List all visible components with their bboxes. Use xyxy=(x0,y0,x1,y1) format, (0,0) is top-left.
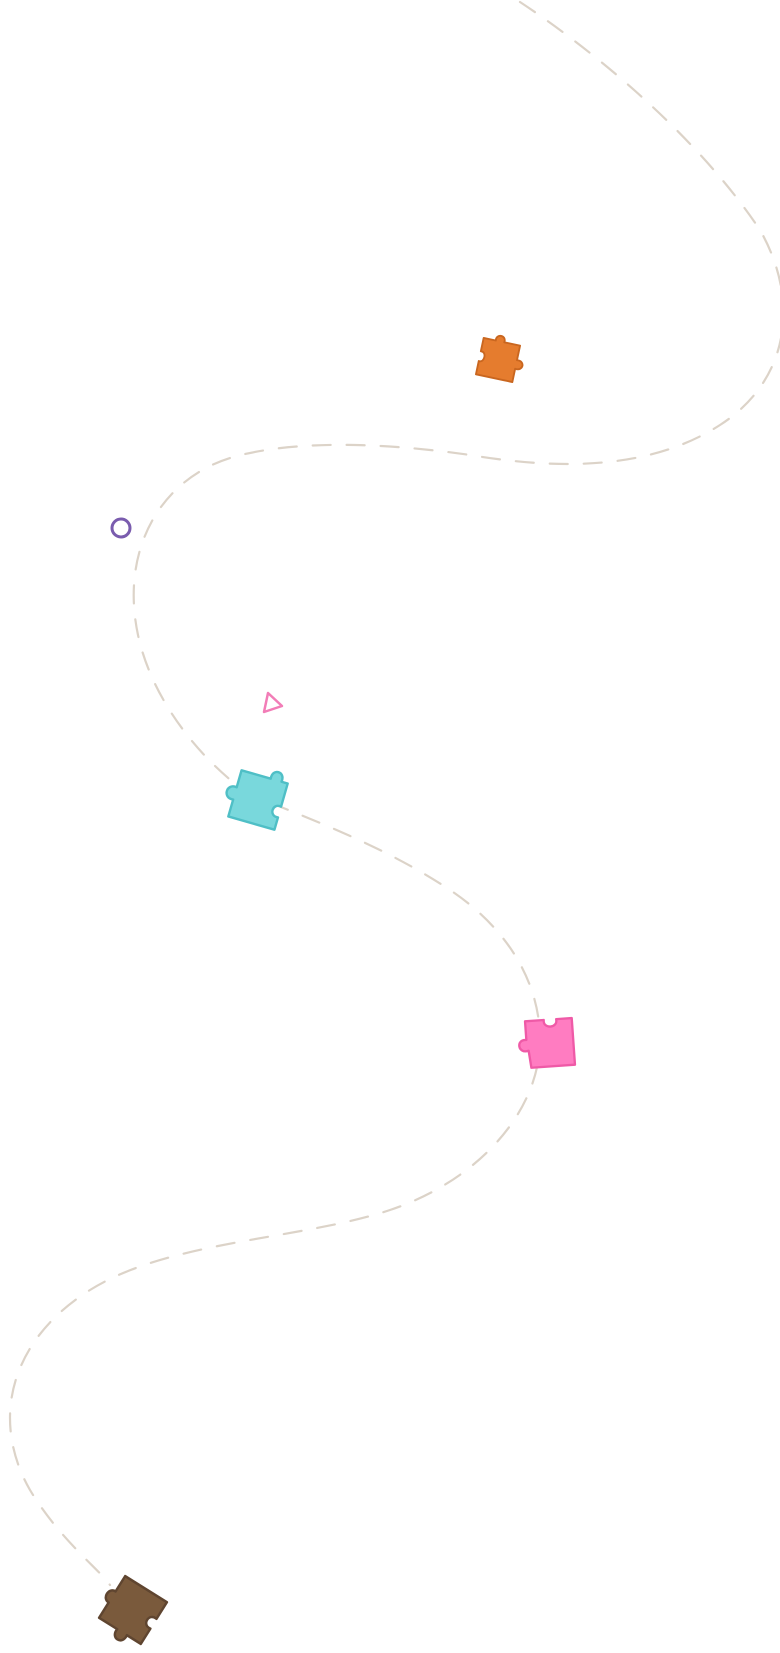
orange-puzzle-piece-icon xyxy=(475,334,524,383)
brown-puzzle-piece-icon xyxy=(97,1574,169,1646)
dashed-winding-path xyxy=(8,0,780,1587)
purple-circle-outline-icon xyxy=(110,517,132,539)
pink-puzzle-piece-icon xyxy=(518,1016,577,1069)
pink-triangle-outline-icon xyxy=(262,691,284,714)
teal-puzzle-piece-icon xyxy=(225,769,289,831)
